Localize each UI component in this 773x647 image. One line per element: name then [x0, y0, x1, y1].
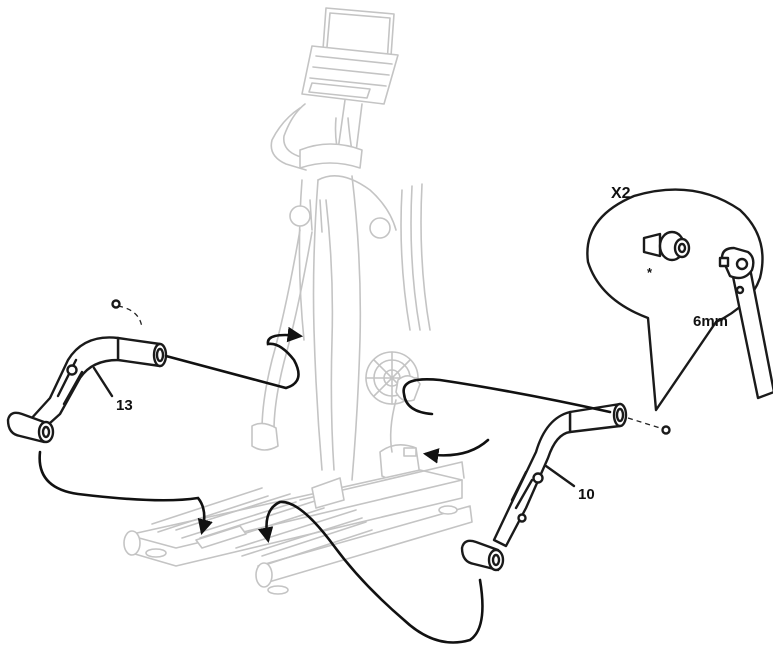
bolt-icon [113, 301, 120, 308]
part-number-13: 13 [116, 398, 133, 413]
console-display [302, 8, 398, 104]
asterisk-mark: * [647, 266, 652, 279]
part-number-10: 10 [578, 487, 595, 502]
center-column [290, 176, 396, 480]
right-arm-part-10 [462, 404, 670, 570]
nut-icon [663, 427, 670, 434]
axle-pin [404, 448, 416, 456]
detail-bubble [587, 190, 773, 410]
elliptical-machine [124, 8, 472, 594]
quantity-label: X2 [611, 186, 631, 202]
tool-size-label: 6mm [693, 314, 728, 329]
left-arm-part-13 [8, 301, 166, 443]
upper-handlebars [271, 104, 362, 170]
